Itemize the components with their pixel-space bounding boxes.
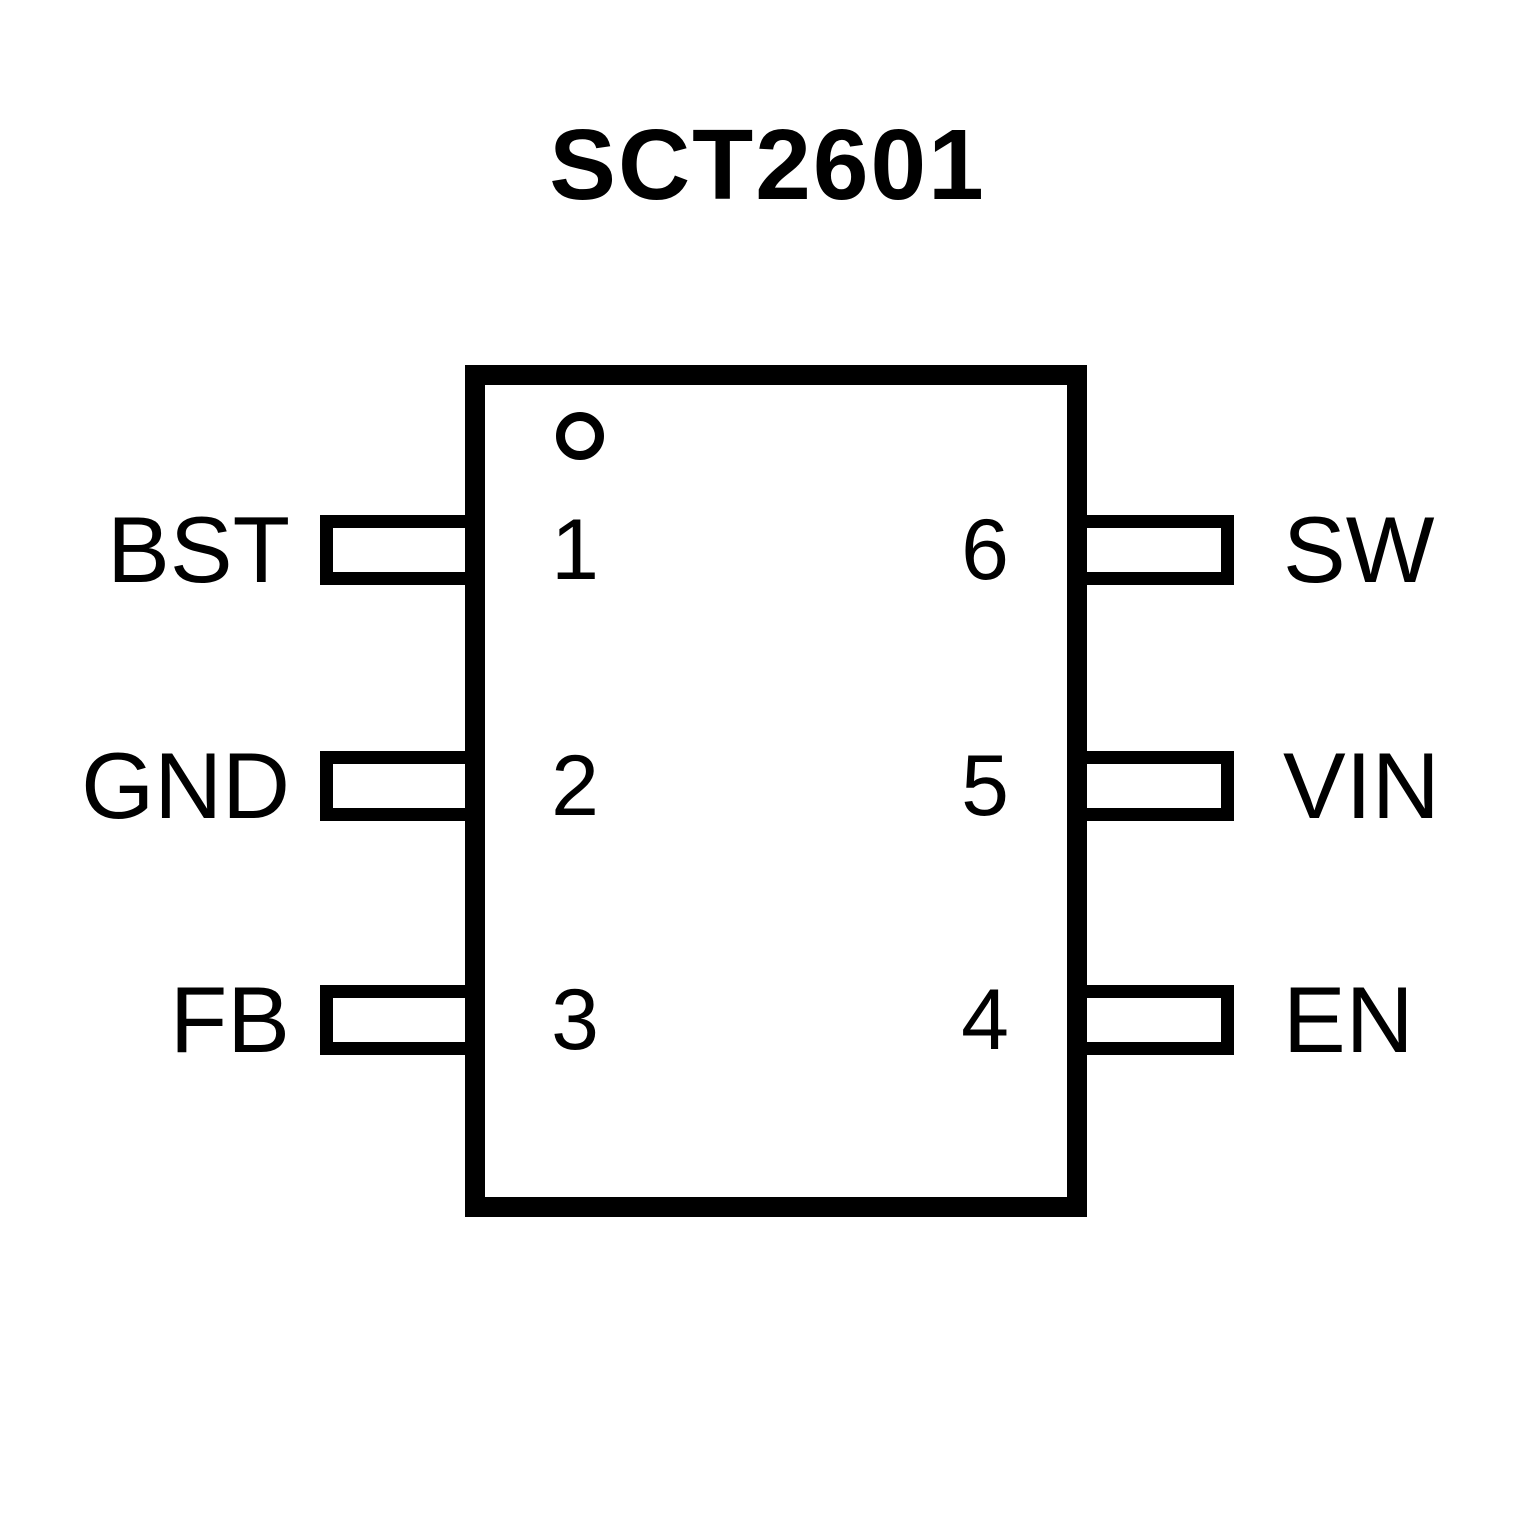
pin-number-3: 3	[551, 972, 599, 1068]
pin-box-6	[1072, 515, 1234, 585]
pin-number-5: 5	[961, 738, 1009, 834]
pin-label-bst: BST	[107, 497, 290, 602]
pin1-indicator-circle-icon	[556, 412, 604, 460]
pin-number-1: 1	[551, 502, 599, 598]
pin-box-2	[320, 751, 482, 821]
pin-box-3	[320, 985, 482, 1055]
pin-number-4: 4	[961, 972, 1009, 1068]
pin-label-fb: FB	[169, 967, 290, 1072]
chip-body	[465, 365, 1087, 1217]
pin-label-sw: SW	[1283, 497, 1435, 602]
pin-box-1	[320, 515, 482, 585]
chip-title: SCT2601	[549, 109, 986, 221]
pin-label-vin: VIN	[1283, 733, 1440, 838]
pin-box-4	[1072, 985, 1234, 1055]
pin-number-6: 6	[961, 502, 1009, 598]
pin-label-gnd: GND	[81, 733, 290, 838]
pin-number-2: 2	[551, 738, 599, 834]
pin-label-en: EN	[1283, 967, 1414, 1072]
pin-box-5	[1072, 751, 1234, 821]
